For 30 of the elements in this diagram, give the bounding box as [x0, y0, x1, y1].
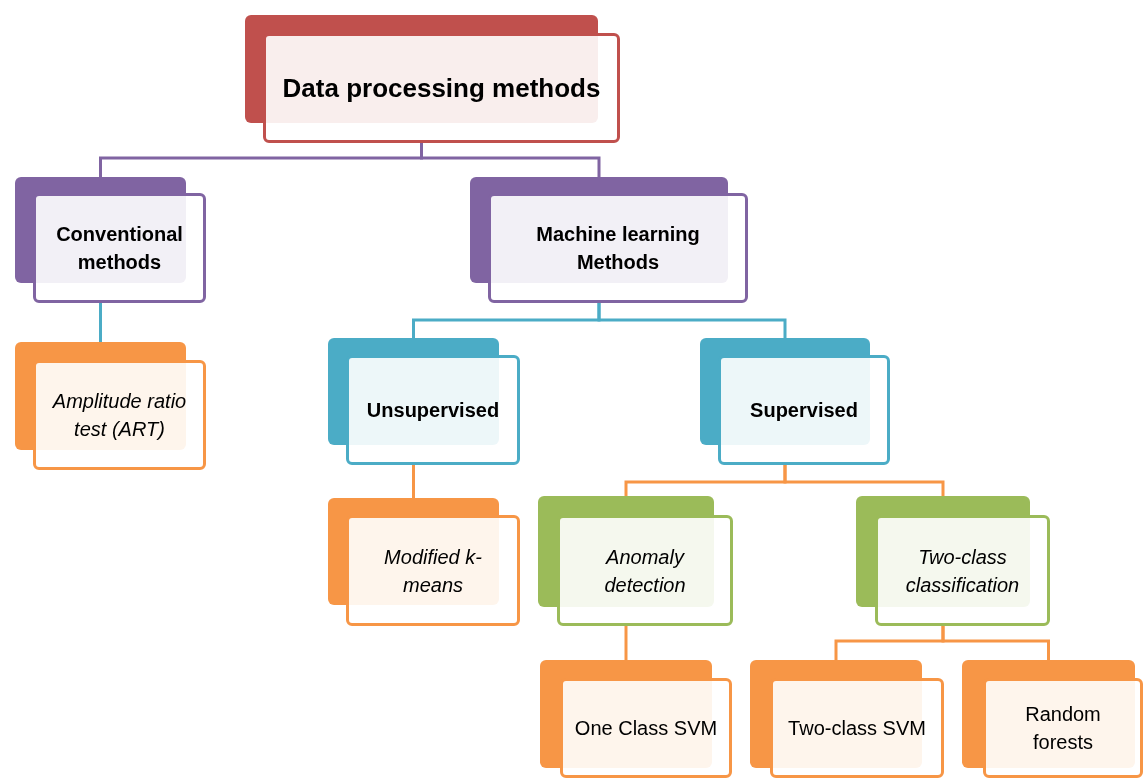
stacked-card — [540, 660, 732, 778]
node-label: Machine learning Methods — [535, 222, 701, 275]
stacked-card — [750, 660, 944, 778]
node-label: Data processing methods — [282, 72, 601, 105]
stacked-card — [328, 498, 520, 626]
stacked-card — [15, 342, 206, 470]
connector-line — [624, 626, 628, 660]
stacked-card — [856, 496, 1050, 626]
stacked-card — [470, 177, 748, 303]
connector-line — [412, 465, 415, 498]
stacked-card — [15, 177, 206, 303]
node-label: Anomaly detection — [603, 544, 687, 598]
node-label: Unsupervised — [366, 398, 500, 423]
connector-line — [420, 143, 601, 177]
node-label: Conventional methods — [55, 222, 184, 275]
node-label: Supervised — [750, 398, 858, 423]
connector-line — [597, 303, 787, 338]
stacked-card — [700, 338, 890, 465]
node-label: Random forests — [1024, 702, 1102, 755]
connector-line — [941, 626, 1050, 660]
node-label: Two-class SVM — [788, 716, 926, 741]
stacked-card — [538, 496, 733, 626]
node-label: Two-class classification — [904, 544, 1021, 598]
stacked-card — [328, 338, 520, 465]
node-label: Modified k-means — [383, 544, 483, 598]
connector-line — [99, 303, 102, 342]
stacked-card — [245, 15, 620, 143]
connector-line — [783, 465, 945, 496]
node-label: One Class SVM — [574, 716, 718, 741]
node-label: Amplitude ratio test (ART) — [51, 389, 188, 442]
